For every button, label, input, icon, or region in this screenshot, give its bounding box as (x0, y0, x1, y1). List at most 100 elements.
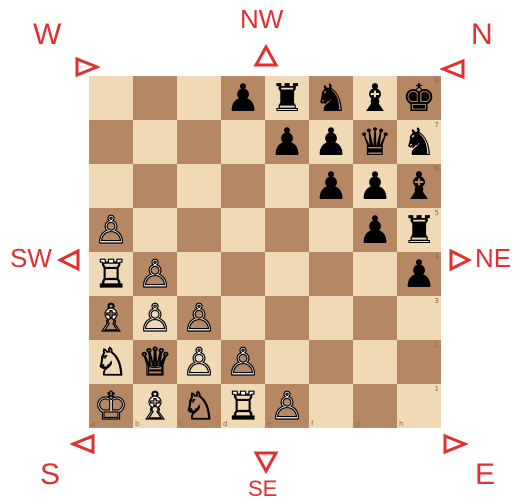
arrow-n-icon[interactable] (440, 58, 466, 80)
white-pawn-icon[interactable]: ♙ (226, 340, 260, 384)
white-pawn-icon[interactable]: ♙ (94, 208, 128, 252)
square-f4[interactable] (309, 252, 353, 296)
arrow-s-icon[interactable] (70, 433, 96, 455)
square-a4[interactable]: ♖ (89, 252, 133, 296)
square-h7[interactable]: 7♞ (397, 120, 441, 164)
black-rook-icon[interactable]: ♜ (402, 208, 436, 252)
square-d4[interactable] (221, 252, 265, 296)
white-knight-icon[interactable]: ♘ (182, 384, 216, 428)
square-g6[interactable]: ♟ (353, 164, 397, 208)
white-pawn-icon[interactable]: ♙ (138, 296, 172, 340)
square-d8[interactable]: ♟ (221, 76, 265, 120)
square-g7[interactable]: ♛ (353, 120, 397, 164)
square-f3[interactable] (309, 296, 353, 340)
square-e3[interactable] (265, 296, 309, 340)
arrow-ne-icon[interactable] (448, 248, 472, 272)
square-a5[interactable]: ♙ (89, 208, 133, 252)
black-rook-icon[interactable]: ♜ (270, 76, 304, 120)
square-e8[interactable]: ♜ (265, 76, 309, 120)
square-e2[interactable] (265, 340, 309, 384)
square-g1[interactable]: g (353, 384, 397, 428)
square-b7[interactable] (133, 120, 177, 164)
black-queen-icon[interactable]: ♛ (358, 120, 392, 164)
black-bishop-icon[interactable]: ♝ (402, 164, 436, 208)
arrow-sw-icon[interactable] (57, 248, 81, 272)
black-pawn-icon[interactable]: ♟ (402, 252, 436, 296)
square-b8[interactable] (133, 76, 177, 120)
square-h5[interactable]: 5♜ (397, 208, 441, 252)
white-bishop-icon[interactable]: ♗ (94, 296, 128, 340)
white-rook-icon[interactable]: ♖ (226, 384, 260, 428)
square-g5[interactable]: ♟ (353, 208, 397, 252)
square-d3[interactable] (221, 296, 265, 340)
white-queen-icon[interactable]: ♕ (138, 340, 172, 384)
black-pawn-icon[interactable]: ♟ (358, 208, 392, 252)
white-pawn-icon[interactable]: ♙ (182, 296, 216, 340)
square-c8[interactable] (177, 76, 221, 120)
square-c6[interactable] (177, 164, 221, 208)
square-g3[interactable] (353, 296, 397, 340)
square-d1[interactable]: d♖ (221, 384, 265, 428)
square-e7[interactable]: ♟ (265, 120, 309, 164)
square-c7[interactable] (177, 120, 221, 164)
square-e4[interactable] (265, 252, 309, 296)
square-e1[interactable]: e♙ (265, 384, 309, 428)
black-knight-icon[interactable]: ♞ (402, 120, 436, 164)
square-b4[interactable]: ♙ (133, 252, 177, 296)
square-a6[interactable] (89, 164, 133, 208)
square-d5[interactable] (221, 208, 265, 252)
square-b2[interactable]: ♕ (133, 340, 177, 384)
square-h6[interactable]: 6♝ (397, 164, 441, 208)
square-a2[interactable]: ♘ (89, 340, 133, 384)
square-f8[interactable]: ♞ (309, 76, 353, 120)
white-king-icon[interactable]: ♔ (94, 384, 128, 428)
white-knight-icon[interactable]: ♘ (94, 340, 128, 384)
black-pawn-icon[interactable]: ♟ (358, 164, 392, 208)
square-g4[interactable] (353, 252, 397, 296)
square-h3[interactable]: 3 (397, 296, 441, 340)
square-d6[interactable] (221, 164, 265, 208)
square-c4[interactable] (177, 252, 221, 296)
arrow-nw-icon[interactable] (253, 44, 279, 68)
black-pawn-icon[interactable]: ♟ (314, 164, 348, 208)
arrow-e-icon[interactable] (442, 433, 468, 455)
arrow-se-icon[interactable] (253, 450, 279, 474)
square-g2[interactable] (353, 340, 397, 384)
white-pawn-icon[interactable]: ♙ (270, 384, 304, 428)
square-c5[interactable] (177, 208, 221, 252)
square-c2[interactable]: ♙ (177, 340, 221, 384)
square-b1[interactable]: b♗ (133, 384, 177, 428)
square-a8[interactable] (89, 76, 133, 120)
square-a7[interactable] (89, 120, 133, 164)
black-pawn-icon[interactable]: ♟ (270, 120, 304, 164)
square-g8[interactable]: ♝ (353, 76, 397, 120)
black-pawn-icon[interactable]: ♟ (314, 120, 348, 164)
square-f1[interactable]: f (309, 384, 353, 428)
square-f6[interactable]: ♟ (309, 164, 353, 208)
square-d2[interactable]: ♙ (221, 340, 265, 384)
square-b6[interactable] (133, 164, 177, 208)
square-h4[interactable]: 4♟ (397, 252, 441, 296)
square-a3[interactable]: ♗ (89, 296, 133, 340)
square-d7[interactable] (221, 120, 265, 164)
square-f7[interactable]: ♟ (309, 120, 353, 164)
square-f2[interactable] (309, 340, 353, 384)
white-pawn-icon[interactable]: ♙ (138, 252, 172, 296)
black-knight-icon[interactable]: ♞ (314, 76, 348, 120)
black-king-icon[interactable]: ♚ (402, 76, 436, 120)
square-e6[interactable] (265, 164, 309, 208)
arrow-w-icon[interactable] (74, 56, 100, 78)
white-pawn-icon[interactable]: ♙ (182, 340, 216, 384)
white-bishop-icon[interactable]: ♗ (138, 384, 172, 428)
black-pawn-icon[interactable]: ♟ (226, 76, 260, 120)
square-b5[interactable] (133, 208, 177, 252)
square-b3[interactable]: ♙ (133, 296, 177, 340)
black-bishop-icon[interactable]: ♝ (358, 76, 392, 120)
square-f5[interactable] (309, 208, 353, 252)
square-c1[interactable]: c♘ (177, 384, 221, 428)
square-h2[interactable]: 2 (397, 340, 441, 384)
white-rook-icon[interactable]: ♖ (94, 252, 128, 296)
square-e5[interactable] (265, 208, 309, 252)
square-a1[interactable]: a♔ (89, 384, 133, 428)
